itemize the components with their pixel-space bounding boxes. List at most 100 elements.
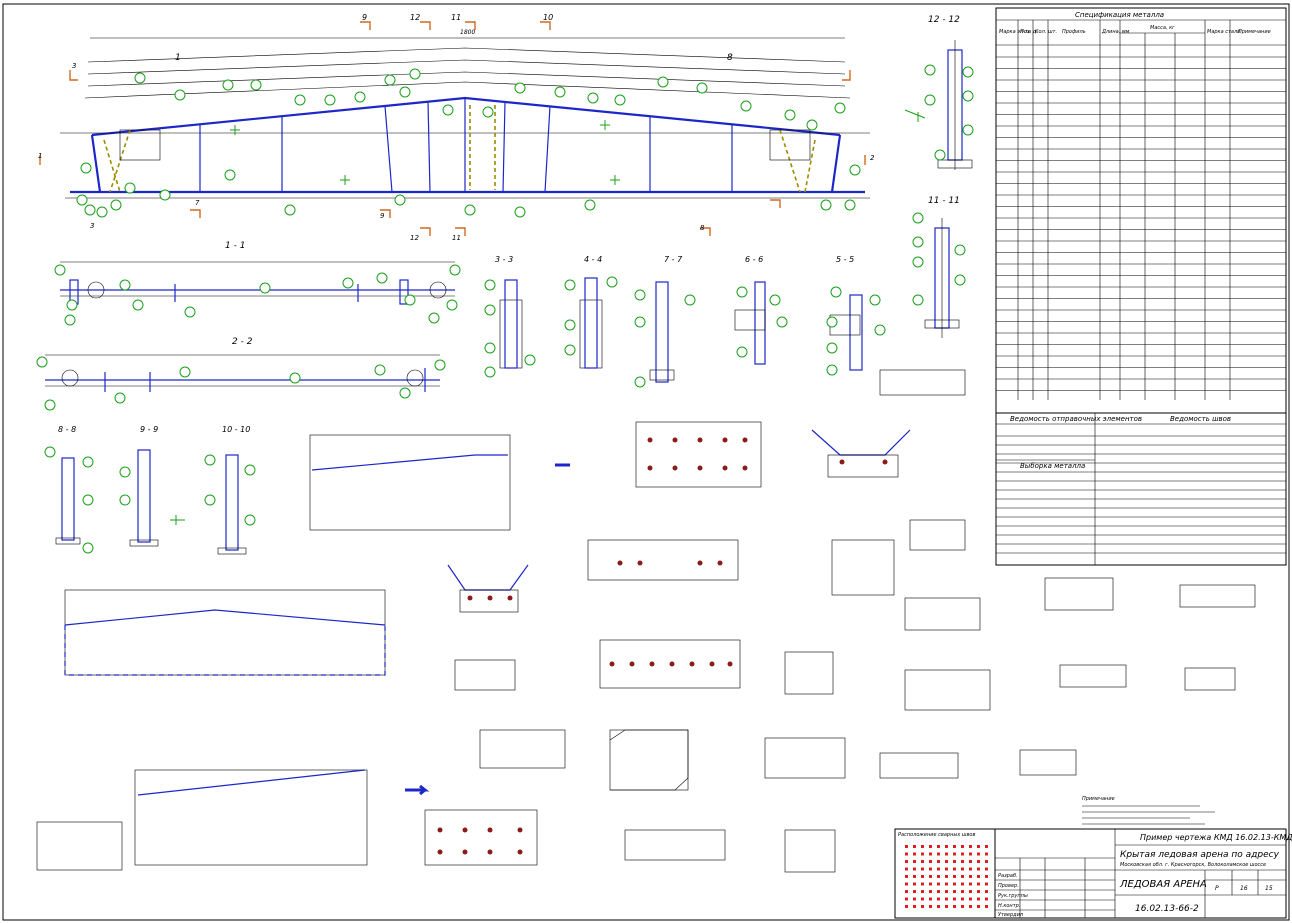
weld-mark bbox=[929, 845, 932, 848]
weld-mark bbox=[905, 882, 908, 886]
weld-mark bbox=[945, 867, 948, 871]
section-10-10: 10 - 10 bbox=[204, 425, 256, 555]
svg-text:12: 12 bbox=[410, 234, 419, 242]
spec-header-length: Длина, мм bbox=[1101, 29, 1130, 35]
weld-mark bbox=[913, 890, 916, 893]
weld-mark bbox=[985, 882, 988, 886]
weld-mark bbox=[921, 867, 924, 871]
weld-mark bbox=[961, 897, 964, 901]
weld-mark bbox=[905, 867, 908, 871]
svg-text:1800: 1800 bbox=[460, 29, 475, 36]
weld-mark bbox=[905, 860, 908, 863]
weld-mark bbox=[937, 875, 940, 878]
weld-mark bbox=[905, 852, 908, 856]
title-block-main: Крытая ледовая арена по адресу bbox=[1120, 850, 1280, 860]
weld-mark bbox=[921, 875, 924, 878]
weld-mark bbox=[961, 852, 964, 856]
weld-mark bbox=[937, 890, 940, 893]
weld-mark bbox=[929, 890, 932, 893]
weld-mark bbox=[913, 845, 916, 848]
section-7-7: 7 - 7 bbox=[634, 255, 696, 388]
weld-mark bbox=[969, 867, 972, 871]
title-block-sub: Московская обл. г. Красногорск, Волокола… bbox=[1120, 862, 1266, 868]
weld-mark bbox=[953, 882, 956, 886]
section-title-9: 9 - 9 bbox=[140, 425, 158, 434]
weld-mark bbox=[977, 905, 980, 908]
section-title-1: 1 - 1 bbox=[225, 241, 245, 251]
title-block-code: 16.02.13-66-2 bbox=[1135, 904, 1199, 914]
weld-mark bbox=[945, 845, 948, 848]
title-block-object: ЛЕДОВАЯ АРЕНА bbox=[1119, 879, 1207, 890]
mark-table-title: Ведомость отправочных элементов bbox=[1010, 415, 1142, 423]
weld-mark bbox=[929, 860, 932, 863]
weld-mark bbox=[929, 882, 932, 886]
weld-mark bbox=[937, 867, 940, 871]
weld-mark bbox=[969, 890, 972, 893]
weld-mark bbox=[985, 890, 988, 893]
weld-mark bbox=[905, 897, 908, 901]
section-title-7: 7 - 7 bbox=[664, 255, 683, 264]
weld-mark bbox=[985, 852, 988, 856]
section-title-6: 6 - 6 bbox=[745, 255, 763, 264]
weld-mark bbox=[985, 897, 988, 901]
weld-mark bbox=[937, 845, 940, 848]
section-title-3: 3 - 3 bbox=[495, 255, 513, 264]
spec-header-profile: Профиль bbox=[1062, 29, 1086, 35]
weld-mark bbox=[913, 905, 916, 908]
weld-mark bbox=[969, 852, 972, 856]
section-12-12: 12 - 12 bbox=[904, 15, 974, 170]
weld-scheme-title: Расположение сварных швов bbox=[898, 832, 975, 838]
weld-mark bbox=[937, 852, 940, 856]
weld-mark bbox=[937, 905, 940, 908]
weld-mark bbox=[953, 860, 956, 863]
weld-mark bbox=[937, 897, 940, 901]
section-title-5: 5 - 5 bbox=[836, 255, 854, 264]
section-title-10: 10 - 10 bbox=[222, 425, 250, 434]
weld-mark bbox=[945, 852, 948, 856]
weld-mark bbox=[985, 860, 988, 863]
spec-rows bbox=[996, 56, 1286, 391]
title-block-top: Пример чертежа КМД 16.02.13-КМД bbox=[1140, 833, 1292, 842]
spec-title: Спецификация металла bbox=[1075, 11, 1164, 19]
svg-text:9: 9 bbox=[362, 13, 367, 22]
weld-mark bbox=[977, 875, 980, 878]
weld-mark bbox=[921, 905, 924, 908]
weld-mark bbox=[921, 897, 924, 901]
weld-mark bbox=[969, 845, 972, 848]
weld-mark bbox=[905, 905, 908, 908]
section-4-4: 4 - 4 bbox=[564, 255, 618, 369]
spec-header-qty: Кол. шт. bbox=[1035, 29, 1057, 35]
svg-text:3: 3 bbox=[72, 62, 76, 70]
bolts-table-title: Выборка металла bbox=[1020, 462, 1085, 470]
weld-mark bbox=[961, 890, 964, 893]
svg-text:12: 12 bbox=[410, 13, 420, 22]
weld-mark bbox=[977, 897, 980, 901]
weld-mark bbox=[977, 852, 980, 856]
weld-mark bbox=[969, 897, 972, 901]
spec-table: Спецификация металла Марка эл-та Поз. д.… bbox=[995, 7, 1287, 414]
weld-mark bbox=[929, 867, 932, 871]
weld-mark bbox=[985, 875, 988, 878]
section-1-1: 1 - 1 bbox=[54, 241, 461, 326]
section-5-5: 5 - 5 bbox=[826, 255, 886, 376]
weld-mark bbox=[913, 867, 916, 871]
section-title-2: 2 - 2 bbox=[232, 337, 253, 347]
weld-mark bbox=[953, 867, 956, 871]
weld-mark bbox=[953, 845, 956, 848]
svg-text:10: 10 bbox=[543, 13, 553, 22]
role-developer: Разраб. bbox=[998, 873, 1018, 879]
svg-text:8: 8 bbox=[700, 224, 705, 232]
weld-mark bbox=[945, 897, 948, 901]
weld-mark bbox=[985, 845, 988, 848]
section-3-3: 3 - 3 bbox=[484, 255, 536, 378]
spec-header-steel: Марка стали bbox=[1207, 29, 1241, 35]
weld-mark bbox=[961, 867, 964, 871]
role-approved: Утвердил bbox=[998, 912, 1024, 918]
weld-mark bbox=[977, 890, 980, 893]
notes-block: Примечание bbox=[1082, 796, 1215, 825]
weld-mark bbox=[961, 860, 964, 863]
section-title-12: 12 - 12 bbox=[928, 15, 960, 25]
section-11-11: 11 - 11 bbox=[912, 196, 966, 338]
weld-mark bbox=[985, 905, 988, 908]
weld-mark bbox=[945, 882, 948, 886]
